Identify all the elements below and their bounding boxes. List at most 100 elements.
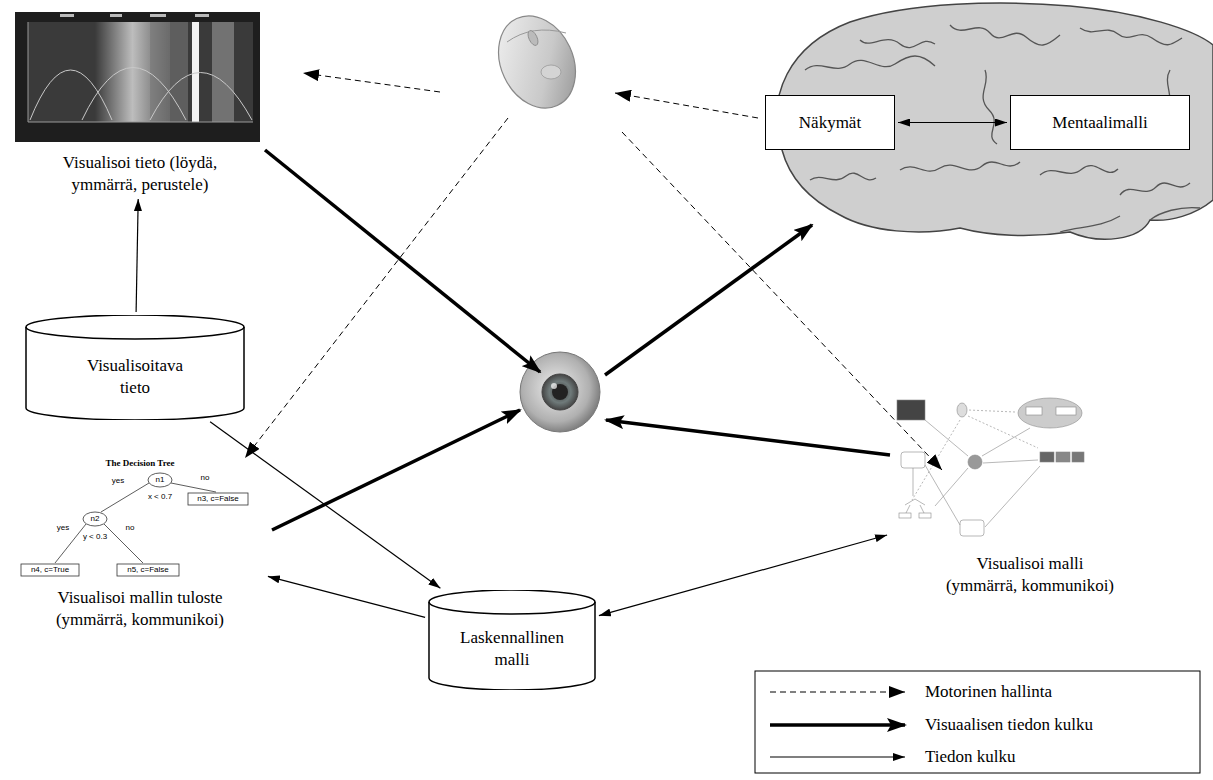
diagram-thumbnail	[913, 468, 914, 496]
decision-tree-figure	[21, 473, 248, 576]
data-store-cylinder: Visualisoitava tieto	[25, 315, 245, 420]
node-text: Mentaalimalli	[1052, 112, 1147, 134]
diagram-thumbnail	[1018, 398, 1082, 428]
eye-icon	[552, 384, 568, 400]
cylinder-body	[429, 590, 595, 690]
text-holder: Visualisoi malli (ymmärrä, kommunikoi)	[945, 553, 1115, 597]
diagram-thumbnail	[912, 420, 960, 500]
spectrum-thumbnail	[150, 22, 188, 122]
diagram-thumbnail	[1026, 407, 1042, 415]
data-flow-connector	[210, 422, 440, 588]
visual-flow-arrows	[265, 150, 540, 372]
legend-text: Visuaalisen tiedon kulku	[925, 714, 1093, 736]
motor-control-arrows	[245, 73, 942, 470]
decision-tree-figure	[83, 512, 107, 526]
visual-flow-arrows	[606, 420, 890, 455]
diagram-thumbnail	[899, 513, 911, 518]
brain-illustration	[860, 40, 935, 48]
model-store-cylinder: Laskennallinen malli	[428, 590, 596, 690]
cylinder-rim	[429, 602, 595, 614]
motor-control-arrows	[245, 118, 508, 458]
eye-icon	[542, 374, 578, 410]
visual-flow-arrows	[265, 150, 890, 530]
text-holder: Visualisoi tieto (löydä, ymmärrä, perust…	[45, 152, 235, 196]
visual-flow-arrows	[605, 225, 812, 375]
eye-icon	[551, 383, 557, 389]
mouse-icon	[484, 3, 590, 120]
diagram-thumbnail	[925, 420, 968, 456]
data-flow-connector	[136, 199, 138, 312]
diagram-thumbnail	[983, 460, 1038, 463]
spectrum-thumbnail	[150, 14, 166, 17]
brain-illustration	[805, 56, 935, 70]
spectrum-thumbnail	[212, 22, 234, 122]
connector-line	[898, 122, 1007, 123]
spectrum-thumbnail	[60, 14, 74, 17]
tree-label: n3, c=False	[197, 494, 239, 504]
cylinder-body	[26, 315, 244, 420]
figure-heading: The Decision Tree	[106, 458, 175, 469]
tree-label: no	[126, 523, 135, 533]
brain-illustration	[810, 173, 876, 180]
node-text: Visualisoitava tieto	[70, 355, 200, 399]
diagram-thumbnail	[1056, 452, 1070, 462]
tree-label: yes	[57, 523, 69, 533]
spectrum-thumbnail	[150, 73, 252, 121]
spectrum-thumbnail	[28, 122, 253, 123]
connector-line	[599, 535, 887, 616]
model-output-node: Visualisoi mallin tuloste (ymmärrä, komm…	[15, 455, 265, 631]
diagram-thumbnail	[897, 398, 1084, 536]
node-text: Visualisoi tieto (löydä, ymmärrä, perust…	[45, 152, 235, 196]
mouse-icon	[484, 3, 590, 120]
legend-box	[755, 671, 1200, 773]
model-visualization-node: Visualisoi malli (ymmärrä, kommunikoi)	[890, 393, 1170, 597]
data-flow-connector	[898, 122, 1007, 123]
text-holder: Visualisoi mallin tuloste (ymmärrä, komm…	[40, 587, 240, 631]
legend-box	[770, 723, 905, 727]
brain-illustration	[1120, 183, 1190, 195]
legend-box	[770, 756, 905, 757]
node-text: Näkymät	[799, 112, 861, 134]
diagram-thumbnail	[985, 466, 1040, 527]
decision-tree-figure	[188, 493, 248, 505]
diagram-thumbnail	[897, 400, 925, 420]
diagram-thumbnail	[901, 452, 925, 468]
tree-label: no	[201, 473, 210, 483]
cylinder-rim	[26, 327, 244, 339]
tree-label: n1	[156, 475, 165, 485]
spectrum-thumbnail	[82, 68, 186, 121]
diagram-thumbnail	[1072, 452, 1084, 462]
diagram-thumbnail	[957, 403, 967, 417]
brain-illustration	[777, 3, 1213, 239]
brain-illustration	[1060, 216, 1120, 232]
decision-tree-figure	[104, 524, 143, 563]
motor-control-arrows	[303, 73, 440, 92]
decision-tree-figure	[101, 483, 149, 512]
brain-illustration	[1080, 28, 1182, 45]
diagram-thumbnail	[968, 410, 1015, 412]
diagram-thumbnail	[1056, 407, 1076, 415]
brain-illustration	[1150, 208, 1200, 220]
legend-box	[755, 671, 1200, 773]
spectrum-thumbnail	[28, 22, 29, 122]
diagram-thumbnail	[968, 416, 1038, 448]
text-holder: Mentaalimalli	[1052, 112, 1147, 134]
brain-illustration	[983, 70, 997, 144]
mouse-icon	[526, 29, 540, 47]
motor-control-arrows	[622, 132, 942, 470]
spectrum-thumbnail	[30, 70, 112, 120]
motor-control-arrows	[615, 93, 758, 118]
diagram-thumbnail	[925, 465, 960, 525]
tree-label: yes	[112, 476, 124, 486]
diagram-thumbnail	[960, 520, 984, 536]
data-flow-connector	[268, 576, 425, 617]
text-holder: Laskennallinen malli	[450, 627, 575, 671]
node-text: Visualisoi malli (ymmärrä, kommunikoi)	[945, 553, 1115, 597]
diagram-thumbnail	[919, 513, 931, 518]
visual-flow-arrows	[272, 410, 520, 530]
legend-text: Tiedon kulku	[925, 746, 1016, 768]
tree-label: n2	[91, 514, 100, 524]
spectrum-thumbnail	[110, 14, 122, 17]
spectrum-thumbnail	[15, 12, 260, 142]
tree-label: n4, c=True	[31, 565, 69, 575]
